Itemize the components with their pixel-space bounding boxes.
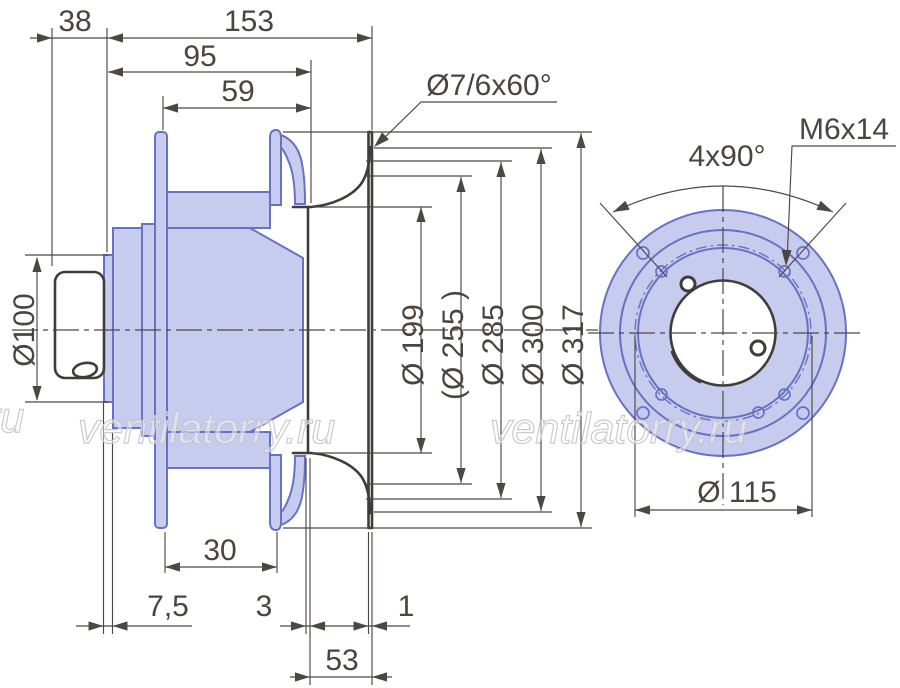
hub-hole-upper bbox=[679, 275, 697, 293]
dim-59-label: 59 bbox=[221, 75, 254, 108]
dimension-30: 30 bbox=[165, 534, 277, 572]
angle-dimension: 4x90° bbox=[599, 140, 847, 278]
dimension-3-and-1: 3 1 bbox=[256, 590, 415, 631]
flange-holes bbox=[636, 246, 810, 420]
dim-115-label: Ø 115 bbox=[697, 476, 777, 509]
dim-100-label: Ø100 bbox=[8, 293, 41, 366]
watermark-partial: ru bbox=[0, 394, 24, 442]
dimension-115: Ø 115 bbox=[634, 336, 813, 517]
dia-199-label: Ø 199 bbox=[397, 304, 430, 386]
thread-label: M6x14 bbox=[799, 113, 889, 146]
dimension-59: 59 bbox=[163, 75, 311, 113]
motor-body-step-0 bbox=[103, 254, 114, 403]
dia-300-label: Ø 300 bbox=[517, 304, 550, 386]
cable-entry bbox=[71, 361, 99, 379]
watermark-left: ventilatorry.ru bbox=[78, 405, 335, 453]
dimension-95: 95 bbox=[108, 40, 311, 77]
shroud-cone-top bbox=[166, 191, 271, 229]
dimension-38-153: 38 153 bbox=[30, 5, 372, 43]
dimension-shaft-100: Ø100 bbox=[8, 257, 42, 401]
holes-callout-label: Ø7/6x60° bbox=[426, 69, 551, 102]
front-view: 4x90° M6x14 Ø 115 bbox=[588, 113, 896, 517]
dim-38-label: 38 bbox=[58, 5, 91, 38]
dim-30-label: 30 bbox=[203, 534, 236, 567]
watermark-right: ventilatorry.ru bbox=[490, 405, 747, 453]
dimension-53: 53 bbox=[290, 644, 392, 682]
shroud-cone-bottom bbox=[166, 431, 271, 469]
dimension-dia-317: Ø 317 bbox=[557, 133, 590, 527]
angle-label: 4x90° bbox=[688, 140, 765, 173]
inlet-lip-bottom bbox=[280, 455, 307, 527]
extension-lines bbox=[25, 26, 592, 685]
diameter-dimensions: Ø 199 (Ø 255 ) Ø 285 Ø 300 bbox=[397, 133, 590, 527]
dimension-dia-199: Ø 199 bbox=[397, 207, 430, 453]
thread-callout: M6x14 bbox=[781, 113, 896, 266]
hub-clamp-arc bbox=[670, 350, 702, 384]
dim-3-label: 3 bbox=[256, 590, 273, 623]
side-view: 38 153 95 59 Ø100 Ø bbox=[8, 5, 598, 685]
dim-1-label: 1 bbox=[398, 590, 415, 623]
dimension-dia-255: (Ø 255 ) bbox=[437, 177, 470, 483]
hub-hole-lower bbox=[749, 339, 767, 357]
dimension-dia-285: Ø 285 bbox=[477, 162, 510, 498]
dia-317-label: Ø 317 bbox=[557, 304, 590, 386]
dimension-dia-300: Ø 300 bbox=[517, 149, 550, 511]
watermark-layer: ru ventilatorry.ru ventilatorry.ru bbox=[0, 393, 748, 453]
dim-153-label: 153 bbox=[224, 5, 274, 38]
dim-7-5-label: 7,5 bbox=[147, 590, 189, 623]
dia-285-label: Ø 285 bbox=[477, 304, 510, 386]
m6-holes bbox=[655, 265, 791, 419]
shroud-rim-top bbox=[269, 128, 282, 206]
shroud-rim-bottom bbox=[269, 454, 282, 532]
motor-end-cap bbox=[53, 270, 106, 380]
dim-53-label: 53 bbox=[325, 644, 358, 677]
inlet-lip-top bbox=[280, 133, 307, 205]
dimension-7-5: 7,5 bbox=[76, 590, 192, 631]
dim-95-label: 95 bbox=[183, 40, 216, 73]
holes-callout: Ø7/6x60° bbox=[374, 69, 557, 147]
dia-255-label: (Ø 255 ) bbox=[437, 290, 470, 400]
motor-body-step-1 bbox=[112, 227, 143, 429]
